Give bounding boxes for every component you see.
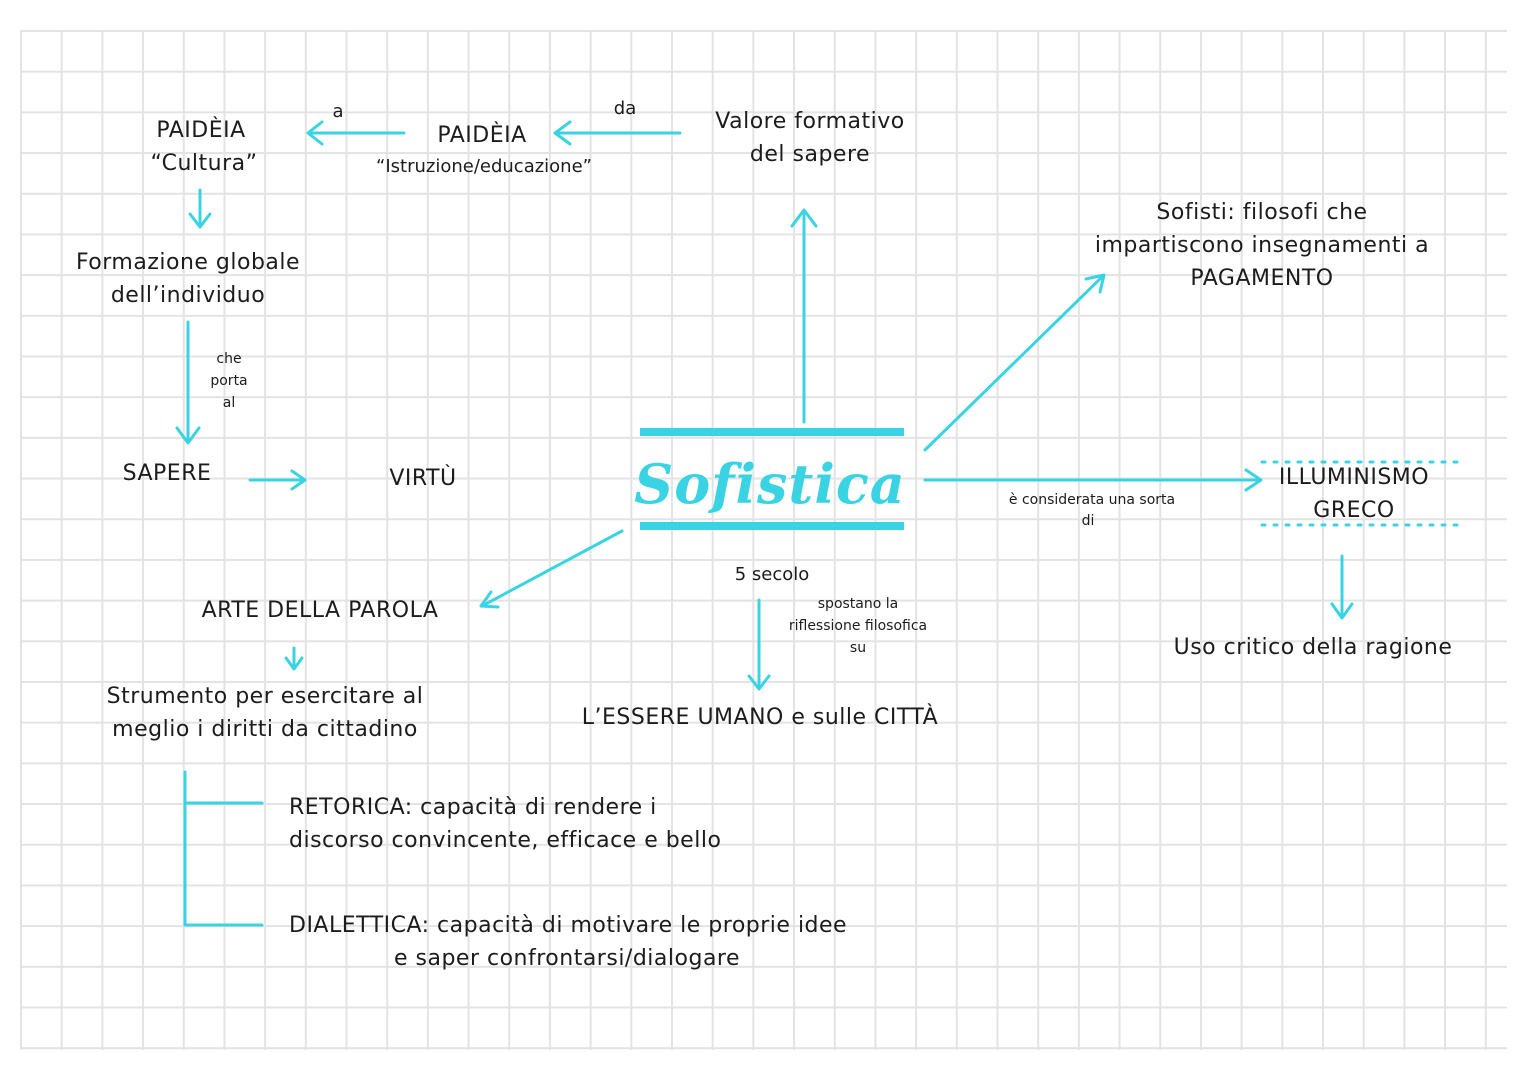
strumento-line-1: Strumento per esercitare al (106, 684, 424, 709)
sofisti-line-2: impartiscono insegnamenti a (1094, 233, 1430, 258)
considerata-line-2: di (1081, 513, 1095, 529)
valore-formativo-line-2: del sapere (749, 142, 871, 167)
secolo-label: 5 secolo (734, 564, 810, 585)
sofisti-line-1: Sofisti: filosofi che (1156, 200, 1368, 225)
retorica-line-2: discorso convincente, efficace e bello (289, 828, 722, 853)
strumento-line-2: meglio i diritti da cittadino (112, 717, 418, 742)
retorica-line-1: RETORICA: capacità di rendere i (289, 795, 657, 820)
valore-formativo-line-1: Valore formativo (715, 109, 905, 134)
formazione-line-1: Formazione globale (75, 250, 301, 275)
paideia-culture-subtitle: “Cultura” (150, 151, 258, 176)
formazione-line-2: dell’individuo (110, 283, 266, 308)
spostano-line-2: riflessione filosofica (788, 618, 928, 634)
paideia-education-subtitle: “Istruzione/educazione” (376, 156, 592, 177)
dialettica-line-2: e saper confrontarsi/dialogare (393, 946, 741, 971)
title-bar-bottom (640, 522, 904, 530)
label-a: a (332, 101, 344, 122)
central-title: Sofistica (634, 452, 906, 516)
che-porta-line-1: che (216, 351, 242, 367)
paideia-education-title: PAIDÈIA (437, 123, 527, 148)
spostano-line-3: su (849, 640, 867, 656)
paideia-culture-title: PAIDÈIA (156, 118, 246, 143)
uso-critico-label: Uso critico della ragione (1173, 635, 1453, 660)
considerata-line-1: è considerata una sorta (1008, 492, 1176, 508)
sofisti-line-3: PAGAMENTO (1190, 266, 1334, 291)
che-porta-line-3: al (222, 395, 236, 411)
sapere-label: SAPERE (122, 461, 212, 486)
title-bar-top (640, 428, 904, 436)
spostano-line-1: spostano la (817, 596, 899, 612)
virtu-label: VIRTÙ (389, 466, 457, 491)
grid-paper (20, 30, 1507, 1050)
illuminismo-line-2: GRECO (1313, 498, 1395, 523)
arte-della-parola-label: ARTE DELLA PAROLA (201, 598, 439, 623)
che-porta-line-2: porta (210, 373, 248, 389)
dialettica-line-1: DIALETTICA: capacità di motivare le prop… (289, 913, 848, 938)
illuminismo-line-1: ILLUMINISMO (1278, 465, 1430, 490)
essere-umano-label: L’ESSERE UMANO e sulle CITTÀ (581, 705, 939, 730)
label-da: da (613, 98, 637, 119)
